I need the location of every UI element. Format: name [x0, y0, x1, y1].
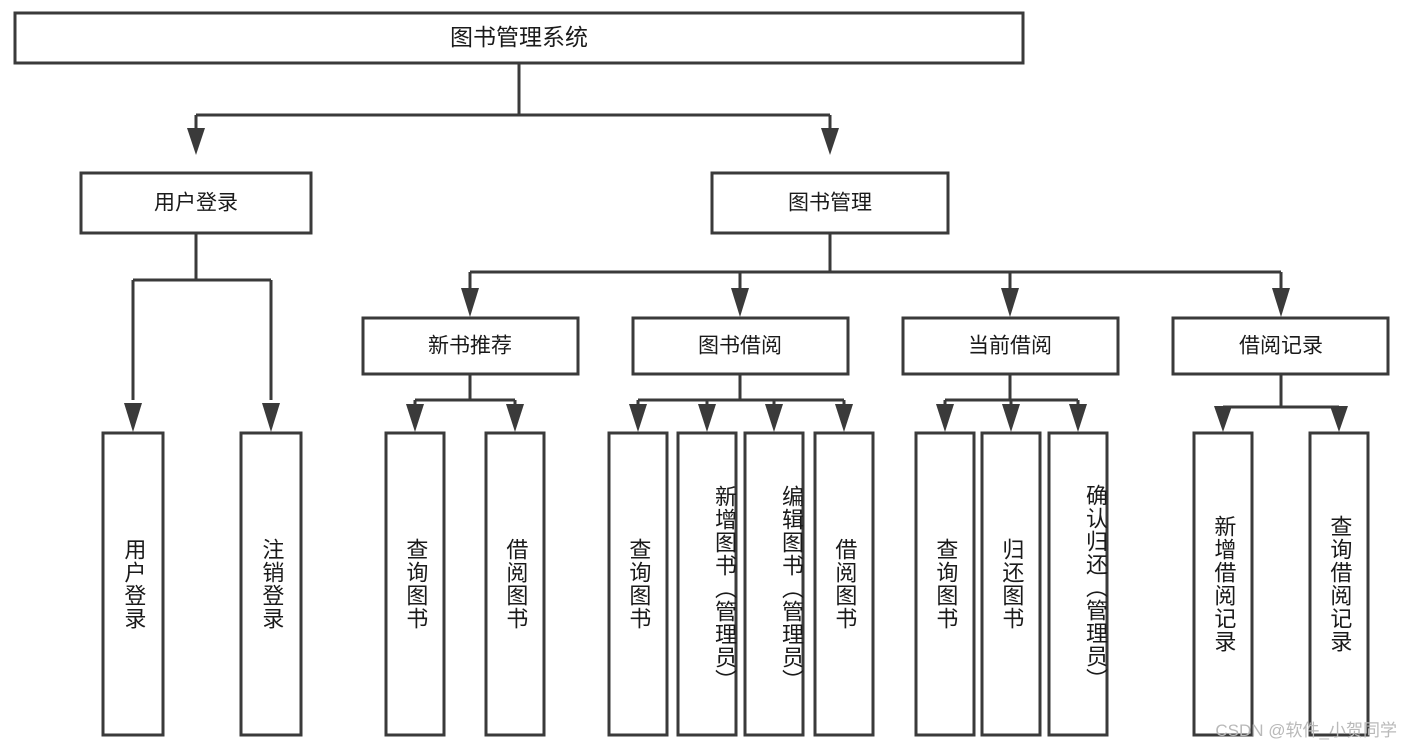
node-borrow-record-box[interactable]: [1171, 316, 1390, 376]
arrow-head-leaf-query-book-2: [629, 404, 647, 432]
arrow-head-book-mgmt: [821, 128, 839, 155]
connector-group-newbook-to-leaves: [406, 374, 524, 432]
node-current-borrow-label: 当前借阅: [968, 335, 1052, 358]
arrow-head-leaf-query-record: [1330, 406, 1348, 432]
arrow-head-book-borrow: [731, 288, 749, 317]
leaf-box-query-borrow-record[interactable]: [1308, 431, 1370, 737]
leaf-box-borrow-book-1[interactable]: [484, 431, 546, 737]
connector-group-bookborrow-to-leaves: [629, 374, 853, 432]
arrow-head-user-login: [187, 128, 205, 155]
arrow-head-current-borrow: [1001, 288, 1019, 317]
node-user-login-label: 用户登录: [154, 192, 238, 215]
connector-group-borrowrecord-to-leaves: [1214, 374, 1348, 432]
leaf-box-add-borrow-record[interactable]: [1192, 431, 1254, 737]
leaf-box-confirm-return[interactable]: [1047, 431, 1109, 737]
node-new-book-recommend-box[interactable]: [361, 316, 580, 376]
node-current-borrow-box[interactable]: [901, 316, 1120, 376]
node-user-login-box[interactable]: [79, 171, 313, 235]
leaf-box-logout[interactable]: [239, 431, 303, 737]
arrow-head-leaf-query-book-3: [936, 404, 954, 432]
arrow-head-leaf-borrow-book-2: [835, 404, 853, 432]
leaf-box-user-login[interactable]: [101, 431, 165, 737]
node-borrow-record-label: 借阅记录: [1239, 335, 1323, 358]
arrow-head-leaf-confirm-return: [1069, 404, 1087, 432]
arrow-head-leaf-query-book-1: [406, 404, 424, 432]
leaf-box-borrow-book-2[interactable]: [813, 431, 875, 737]
node-book-management-label: 图书管理: [788, 192, 872, 215]
node-book-borrow-box[interactable]: [631, 316, 850, 376]
watermark-text: CSDN @软件_小贺同学: [1215, 721, 1397, 740]
leaf-box-return-book[interactable]: [980, 431, 1042, 737]
node-book-borrow-label: 图书借阅: [698, 335, 782, 358]
arrow-head-leaf-edit-book: [765, 404, 783, 432]
arrow-head-new-book-rec: [461, 288, 479, 317]
node-root-label: 图书管理系统: [450, 24, 588, 50]
connector-group-bookmgmt-to-level3: [461, 233, 1290, 317]
arrow-head-leaf-add-book: [698, 404, 716, 432]
arrow-head-leaf-add-record: [1214, 406, 1232, 432]
leaf-box-query-book-3[interactable]: [914, 431, 976, 737]
arrow-head-leaf-logout: [262, 403, 280, 432]
leaf-box-edit-book[interactable]: [743, 431, 805, 737]
leaf-box-query-book-1[interactable]: [384, 431, 446, 737]
arrow-head-leaf-return-book: [1002, 404, 1020, 432]
node-book-management-box[interactable]: [710, 171, 950, 235]
leaf-box-query-book-2[interactable]: [607, 431, 669, 737]
leaf-box-add-book[interactable]: [676, 431, 738, 737]
connector-group-userlogin-to-leaves: [124, 233, 280, 432]
connector-group-currentborrow-to-leaves: [936, 374, 1087, 432]
node-root-box[interactable]: [13, 11, 1025, 65]
arrow-head-leaf-user-login: [124, 403, 142, 432]
node-new-book-recommend-label: 新书推荐: [428, 335, 512, 358]
arrow-head-borrow-record: [1272, 288, 1290, 317]
connector-group-root-to-level2: [187, 63, 839, 155]
arrow-head-leaf-borrow-book-1: [506, 404, 524, 432]
